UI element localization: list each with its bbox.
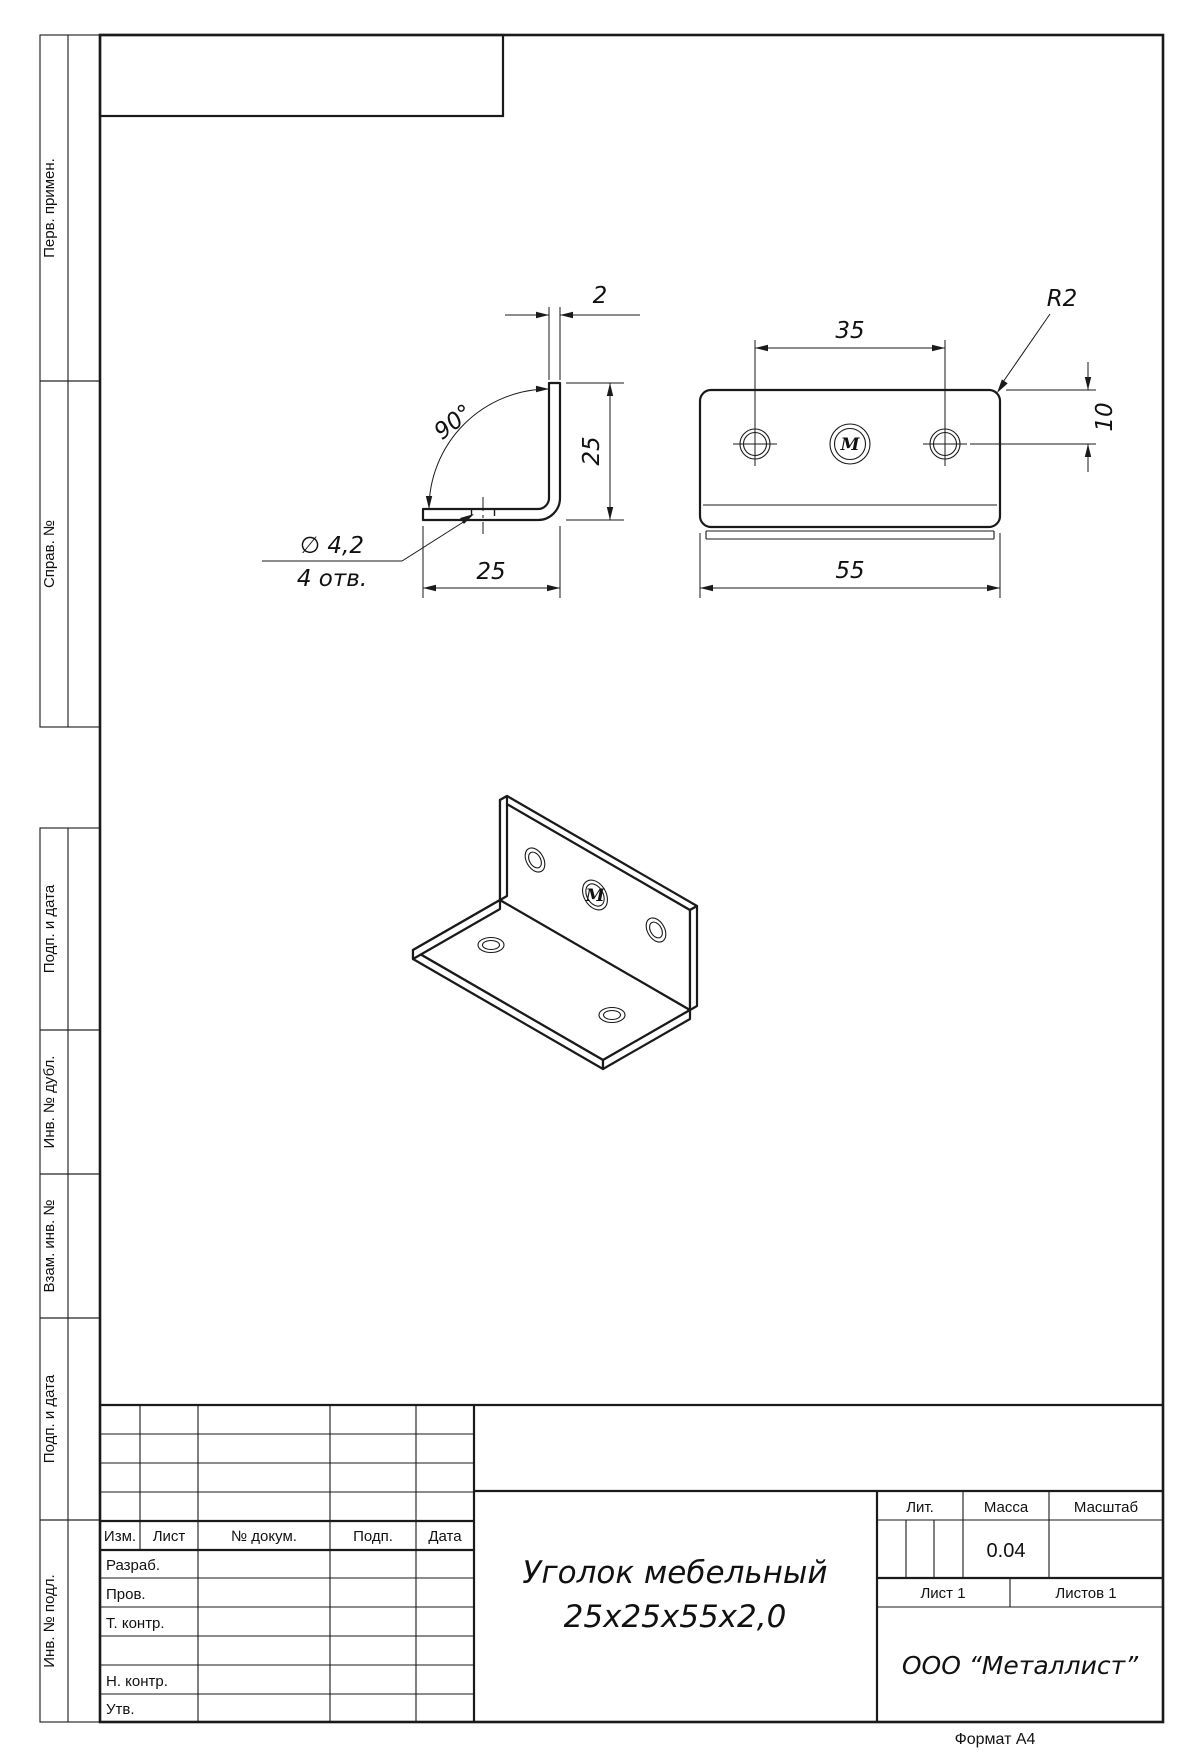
iso-flange-end-left (411, 898, 502, 961)
dim-angle-label: 90° (430, 400, 478, 446)
iso-plate-end-left (498, 794, 509, 902)
dim-length: 55 (699, 533, 1001, 598)
mass-value: 0.04 (987, 1540, 1026, 1562)
margin-label-podp-data-2: Подп. и дата (41, 1374, 58, 1463)
dim-radius-label: R2 (1047, 286, 1078, 312)
logo-stamp-front: М (829, 423, 871, 465)
dim-spacing-label: 35 (835, 318, 864, 344)
iso-flange-hole-2 (598, 1006, 626, 1024)
logo-letter-front: М (840, 435, 861, 455)
margin-column: Перв. примен. Справ. № Подп. и дата Инв.… (39, 34, 101, 1723)
dim-thickness: 2 (505, 283, 640, 380)
logo-stamp-iso: М (582, 879, 608, 911)
format-note: Формат А4 (955, 1731, 1036, 1748)
side-view-hidden-hole (470, 509, 496, 520)
role-prov: Пров. (106, 1586, 146, 1603)
sheet-number: Лист 1 (920, 1585, 965, 1602)
part-title-line1: Уголок мебельный (522, 1555, 827, 1591)
th-izm: Изм. (104, 1528, 136, 1545)
iso-plate-hole-1 (524, 847, 546, 873)
iso-plate-end-right (688, 904, 699, 1012)
dim-spacing: 35 (754, 318, 946, 434)
company-name: ООО “Металлист” (902, 1651, 1139, 1680)
iso-view: М (411, 794, 699, 1071)
front-view: М 35 R2 10 55 (698, 286, 1118, 598)
side-view: 2 90° 25 25 ∅ 4,2 4 отв. (262, 283, 640, 598)
dim-radius: R2 (997, 286, 1077, 393)
front-hole-right (923, 422, 967, 466)
iso-flange-hole-1 (477, 936, 505, 954)
sheets-total: Листов 1 (1055, 1585, 1116, 1602)
dim-length-label: 55 (835, 558, 864, 584)
dim-height-label: 25 (579, 436, 605, 465)
role-nkontr: Н. контр. (106, 1673, 168, 1690)
th-list: Лист (153, 1528, 186, 1545)
dim-leg: 25 (422, 526, 561, 598)
margin-label-podp-data-1: Подп. и дата (41, 884, 58, 973)
dim-leg-label: 25 (476, 559, 505, 585)
hole-count-label: 4 отв. (297, 566, 367, 592)
th-podp: Подп. (353, 1528, 393, 1545)
designation-block (98, 33, 505, 118)
margin-label-perv-primen: Перв. примен. (41, 158, 58, 258)
margin-label-sprav-no: Справ. № (41, 520, 58, 588)
role-utv: Утв. (106, 1701, 135, 1718)
role-razrab: Разраб. (106, 1557, 160, 1574)
hole-callout: ∅ 4,2 4 отв. (262, 514, 474, 592)
hole-diameter-label: ∅ 4,2 (300, 533, 364, 559)
margin-label-vzam-inv: Взам. инв. № (41, 1200, 58, 1293)
th-doc: № докум. (231, 1528, 297, 1545)
dim-angle: 90° (425, 385, 550, 510)
lit-label: Лит. (906, 1499, 934, 1516)
scale-label: Масштаб (1074, 1499, 1138, 1516)
flange-edge (705, 530, 995, 540)
side-view-part-outline (421, 381, 562, 522)
dim-height: 25 (566, 382, 624, 521)
logo-letter-iso: М (585, 886, 606, 906)
dim-offset-label: 10 (1092, 402, 1118, 431)
mass-label: Масса (984, 1499, 1029, 1516)
dim-offset: 10 (970, 362, 1118, 472)
th-data: Дата (428, 1528, 462, 1545)
margin-label-inv-podl: Инв. № подл. (41, 1574, 58, 1667)
iso-flange-end-right (601, 1008, 692, 1071)
front-view-plate (698, 388, 1002, 529)
iso-plate-hole-2 (645, 917, 667, 943)
role-tkontr: Т. контр. (106, 1615, 165, 1632)
part-title-line2: 25х25х55х2,0 (564, 1599, 787, 1635)
dim-thickness-label: 2 (593, 283, 608, 309)
sheet-frame: Перв. примен. Справ. № Подп. и дата Инв.… (39, 33, 1165, 1748)
margin-label-inv-dubl: Инв. № дубл. (41, 1056, 58, 1149)
title-block: Изм. Лист № докум. Подп. Дата Разраб. Пр… (100, 1403, 1163, 1722)
